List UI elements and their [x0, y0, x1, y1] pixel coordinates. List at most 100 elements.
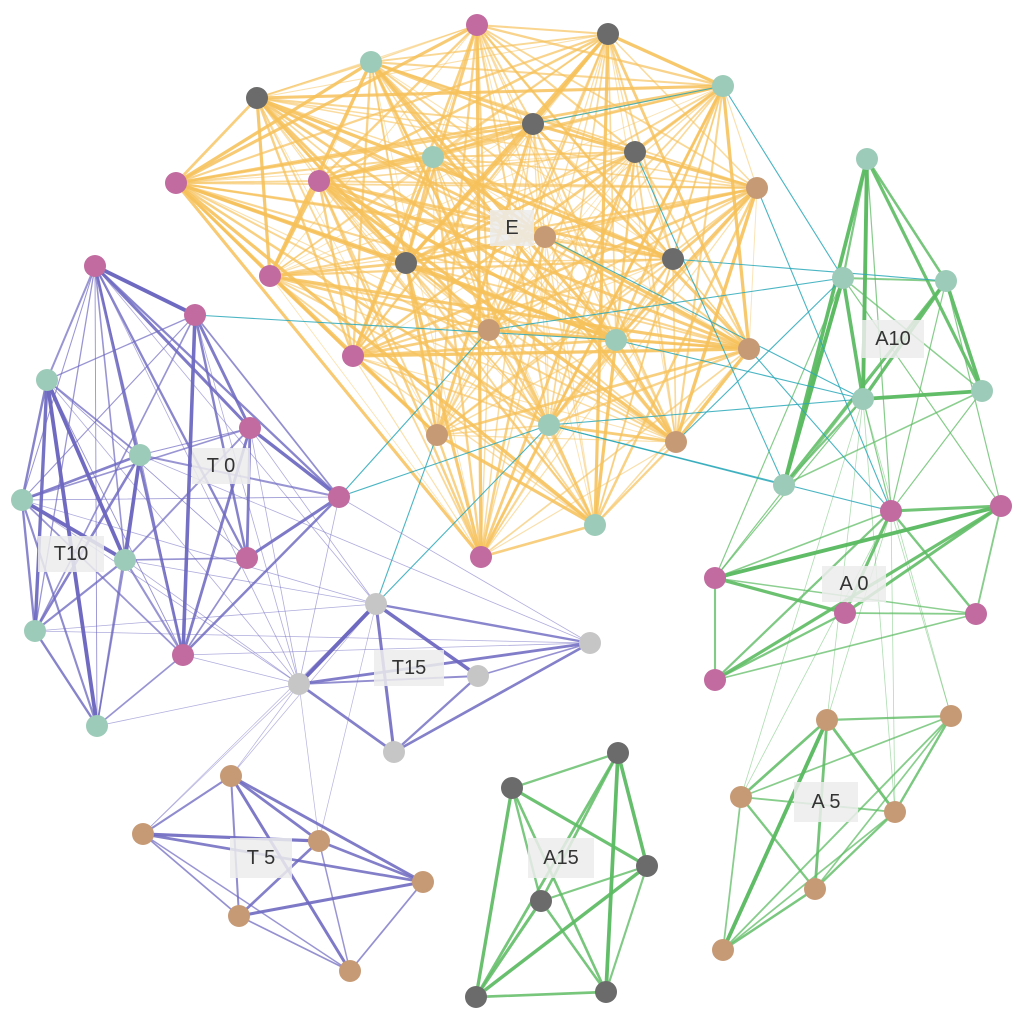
edge-t10	[33, 629, 99, 728]
edge-e	[352, 355, 482, 558]
edge-a5	[722, 796, 742, 951]
node-a0-2	[704, 567, 726, 589]
node-e-13	[662, 248, 684, 270]
edge-e	[174, 181, 483, 559]
edge-e	[351, 155, 435, 358]
edge-e	[175, 182, 677, 443]
edge-e	[532, 123, 546, 238]
node-e-15	[478, 319, 500, 341]
node-t5-2	[308, 830, 330, 852]
node-t10-1	[129, 444, 151, 466]
edge-t-cross	[46, 379, 248, 559]
edge-a0	[889, 509, 978, 616]
edge-t-cross	[34, 603, 377, 632]
edge-a0	[975, 505, 1002, 615]
cluster-label-t5: T 5	[230, 838, 292, 878]
edge-e	[674, 347, 751, 444]
node-a5-0	[816, 709, 838, 731]
edge-e	[268, 274, 751, 351]
edge-cross-cluster	[375, 424, 550, 605]
edge-a-cross	[714, 277, 844, 579]
edge-e	[614, 338, 751, 351]
edge-t0	[93, 264, 341, 499]
edge-e	[352, 236, 546, 357]
edge-e	[475, 23, 610, 36]
edge-e	[480, 339, 617, 558]
edge-e	[369, 60, 725, 88]
cluster-label-e-text: E	[505, 217, 518, 239]
node-e-23	[470, 546, 492, 568]
edge-a10	[944, 279, 984, 393]
node-layer	[11, 14, 1012, 1008]
edge-e	[721, 84, 751, 351]
edge-a10	[841, 276, 865, 401]
edge-t5	[349, 881, 424, 972]
edge-e	[255, 96, 272, 278]
edge-t15	[297, 682, 396, 754]
edge-t10	[33, 558, 127, 633]
edge-a-cross	[890, 510, 952, 717]
cluster-label-a5: A 5	[794, 782, 858, 822]
edge-t-cross	[46, 314, 196, 381]
edge-a5	[740, 715, 952, 798]
edge-e	[268, 179, 321, 278]
edge-e	[476, 24, 677, 443]
edge-e	[488, 329, 677, 443]
edge-t0	[93, 264, 252, 430]
cluster-label-t10: T10	[38, 536, 104, 572]
edge-t10	[45, 378, 127, 562]
edge-a10	[865, 157, 948, 283]
edge-e	[547, 186, 759, 427]
edge-a-cross	[740, 398, 864, 798]
edge-e	[593, 32, 610, 527]
edge-t-cross	[318, 603, 377, 842]
edge-a-cross	[890, 390, 983, 512]
edge-a15	[510, 786, 649, 868]
edge-e	[432, 156, 758, 189]
edge-e	[436, 424, 550, 436]
edge-e	[269, 156, 434, 277]
edge-a15	[616, 751, 649, 868]
edge-t0	[93, 264, 197, 317]
edge-a-cross	[890, 280, 947, 512]
edge-t-cross	[34, 630, 591, 644]
edge-a10	[783, 390, 983, 486]
node-t5-1	[132, 823, 154, 845]
edge-e	[351, 354, 439, 437]
edge-e	[488, 258, 674, 331]
edge-t5	[237, 880, 425, 918]
edge-t15	[297, 602, 378, 686]
node-t0-5	[172, 644, 194, 666]
edge-e	[369, 60, 678, 444]
edge-a15	[510, 786, 543, 903]
node-a10-1	[832, 267, 854, 289]
edge-t5	[229, 774, 321, 843]
edge-e	[476, 24, 534, 125]
edge-e	[476, 24, 596, 526]
edge-t0	[181, 495, 341, 657]
edge-cross-cluster	[756, 187, 892, 512]
edge-t5	[142, 833, 240, 917]
edge-t-cross	[182, 654, 300, 685]
node-t15-1	[579, 632, 601, 654]
node-t15-4	[383, 741, 405, 763]
edge-e	[547, 347, 751, 427]
node-a10-0	[856, 148, 878, 170]
edge-t15	[392, 674, 480, 754]
edge-a-cross	[862, 398, 952, 717]
edge-t-cross	[249, 427, 300, 685]
edge-t-cross	[123, 558, 185, 657]
edge-a0	[889, 504, 1003, 513]
edge-e	[351, 261, 408, 358]
edge-t-cross	[139, 454, 591, 644]
edge-a0	[713, 504, 1003, 580]
edge-e	[674, 186, 759, 444]
edge-t15	[297, 641, 592, 686]
node-t10-0	[36, 369, 58, 391]
edge-e	[436, 258, 674, 436]
edge-t-cross	[142, 683, 300, 835]
node-a15-0	[607, 742, 629, 764]
edge-a5	[814, 715, 952, 890]
edge-e	[405, 262, 750, 350]
